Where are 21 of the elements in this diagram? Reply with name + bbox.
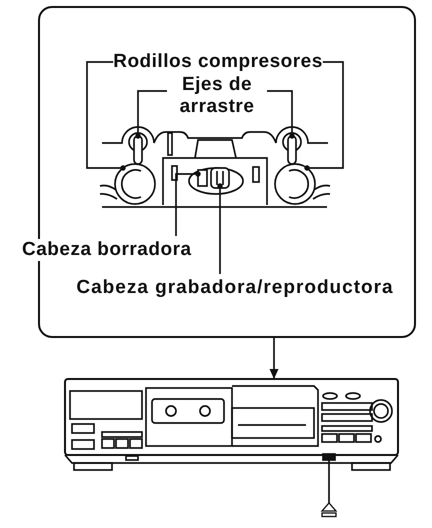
part-label: Cabeza borradora (22, 239, 192, 261)
leader-line (135, 90, 167, 139)
erase-head (197, 169, 208, 187)
eject-icon (320, 502, 338, 518)
part-label: Ejes de arrastre (167, 74, 267, 118)
leader-line (217, 183, 223, 274)
leader-line (86, 61, 126, 171)
capstan (133, 135, 143, 165)
pinch-roller (114, 163, 156, 205)
part-label: Cabeza grabadora/reproductora (76, 277, 394, 299)
leader-line (328, 460, 330, 503)
pinch-roller (274, 163, 316, 205)
cassette-deck-drawing (64, 378, 399, 471)
leader-line (267, 90, 295, 139)
part-label: Rodillos compresores (113, 51, 323, 73)
capstan (287, 135, 297, 165)
arrow (270, 338, 278, 379)
leader-line (175, 171, 201, 236)
leader-line (304, 61, 344, 171)
tape-head (210, 167, 230, 189)
eject-button (322, 453, 336, 461)
